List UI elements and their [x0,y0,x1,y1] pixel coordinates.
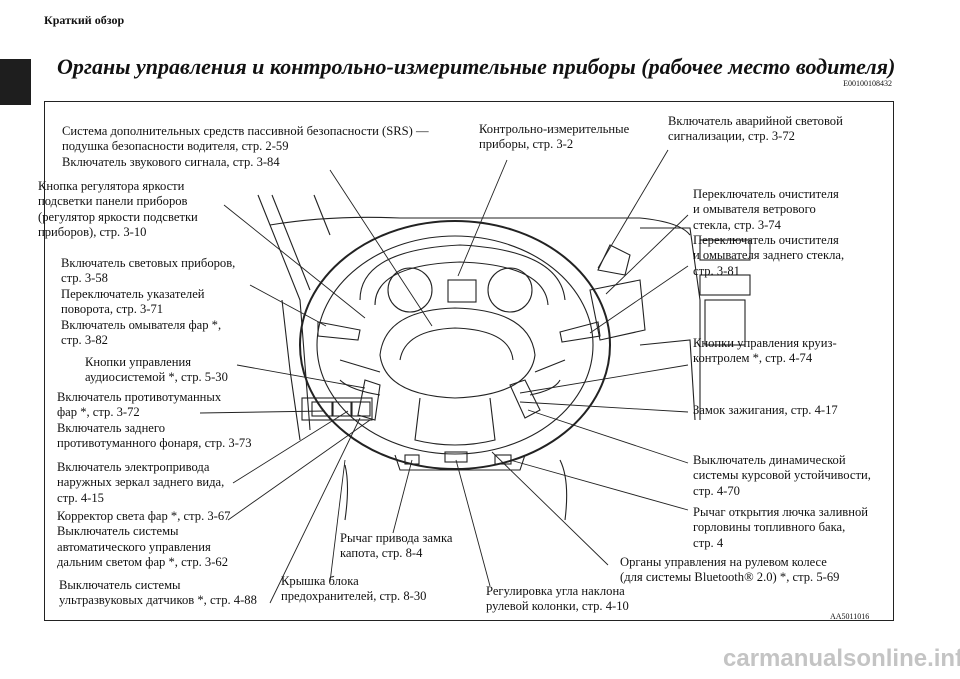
page-title: Органы управления и контрольно-измерител… [57,54,896,79]
title-code: E00100108432 [843,79,892,88]
label-ignition-switch: Замок зажигания, стр. 4-17 [693,403,838,417]
illustration-frame [44,101,894,621]
watermark: carmanualsonline.info [723,645,960,672]
section-tab-marker [0,59,31,105]
label-srs-airbag-horn: Система дополнительных средств пассивной… [62,124,429,169]
figure-code: AA5011016 [830,612,870,621]
label-bluetooth-controls: Органы управления на рулевом колесе(для … [620,555,840,585]
label-cruise-control: Кнопки управления круиз-контролем *, стр… [693,336,837,366]
section-title: Краткий обзор [44,13,125,27]
